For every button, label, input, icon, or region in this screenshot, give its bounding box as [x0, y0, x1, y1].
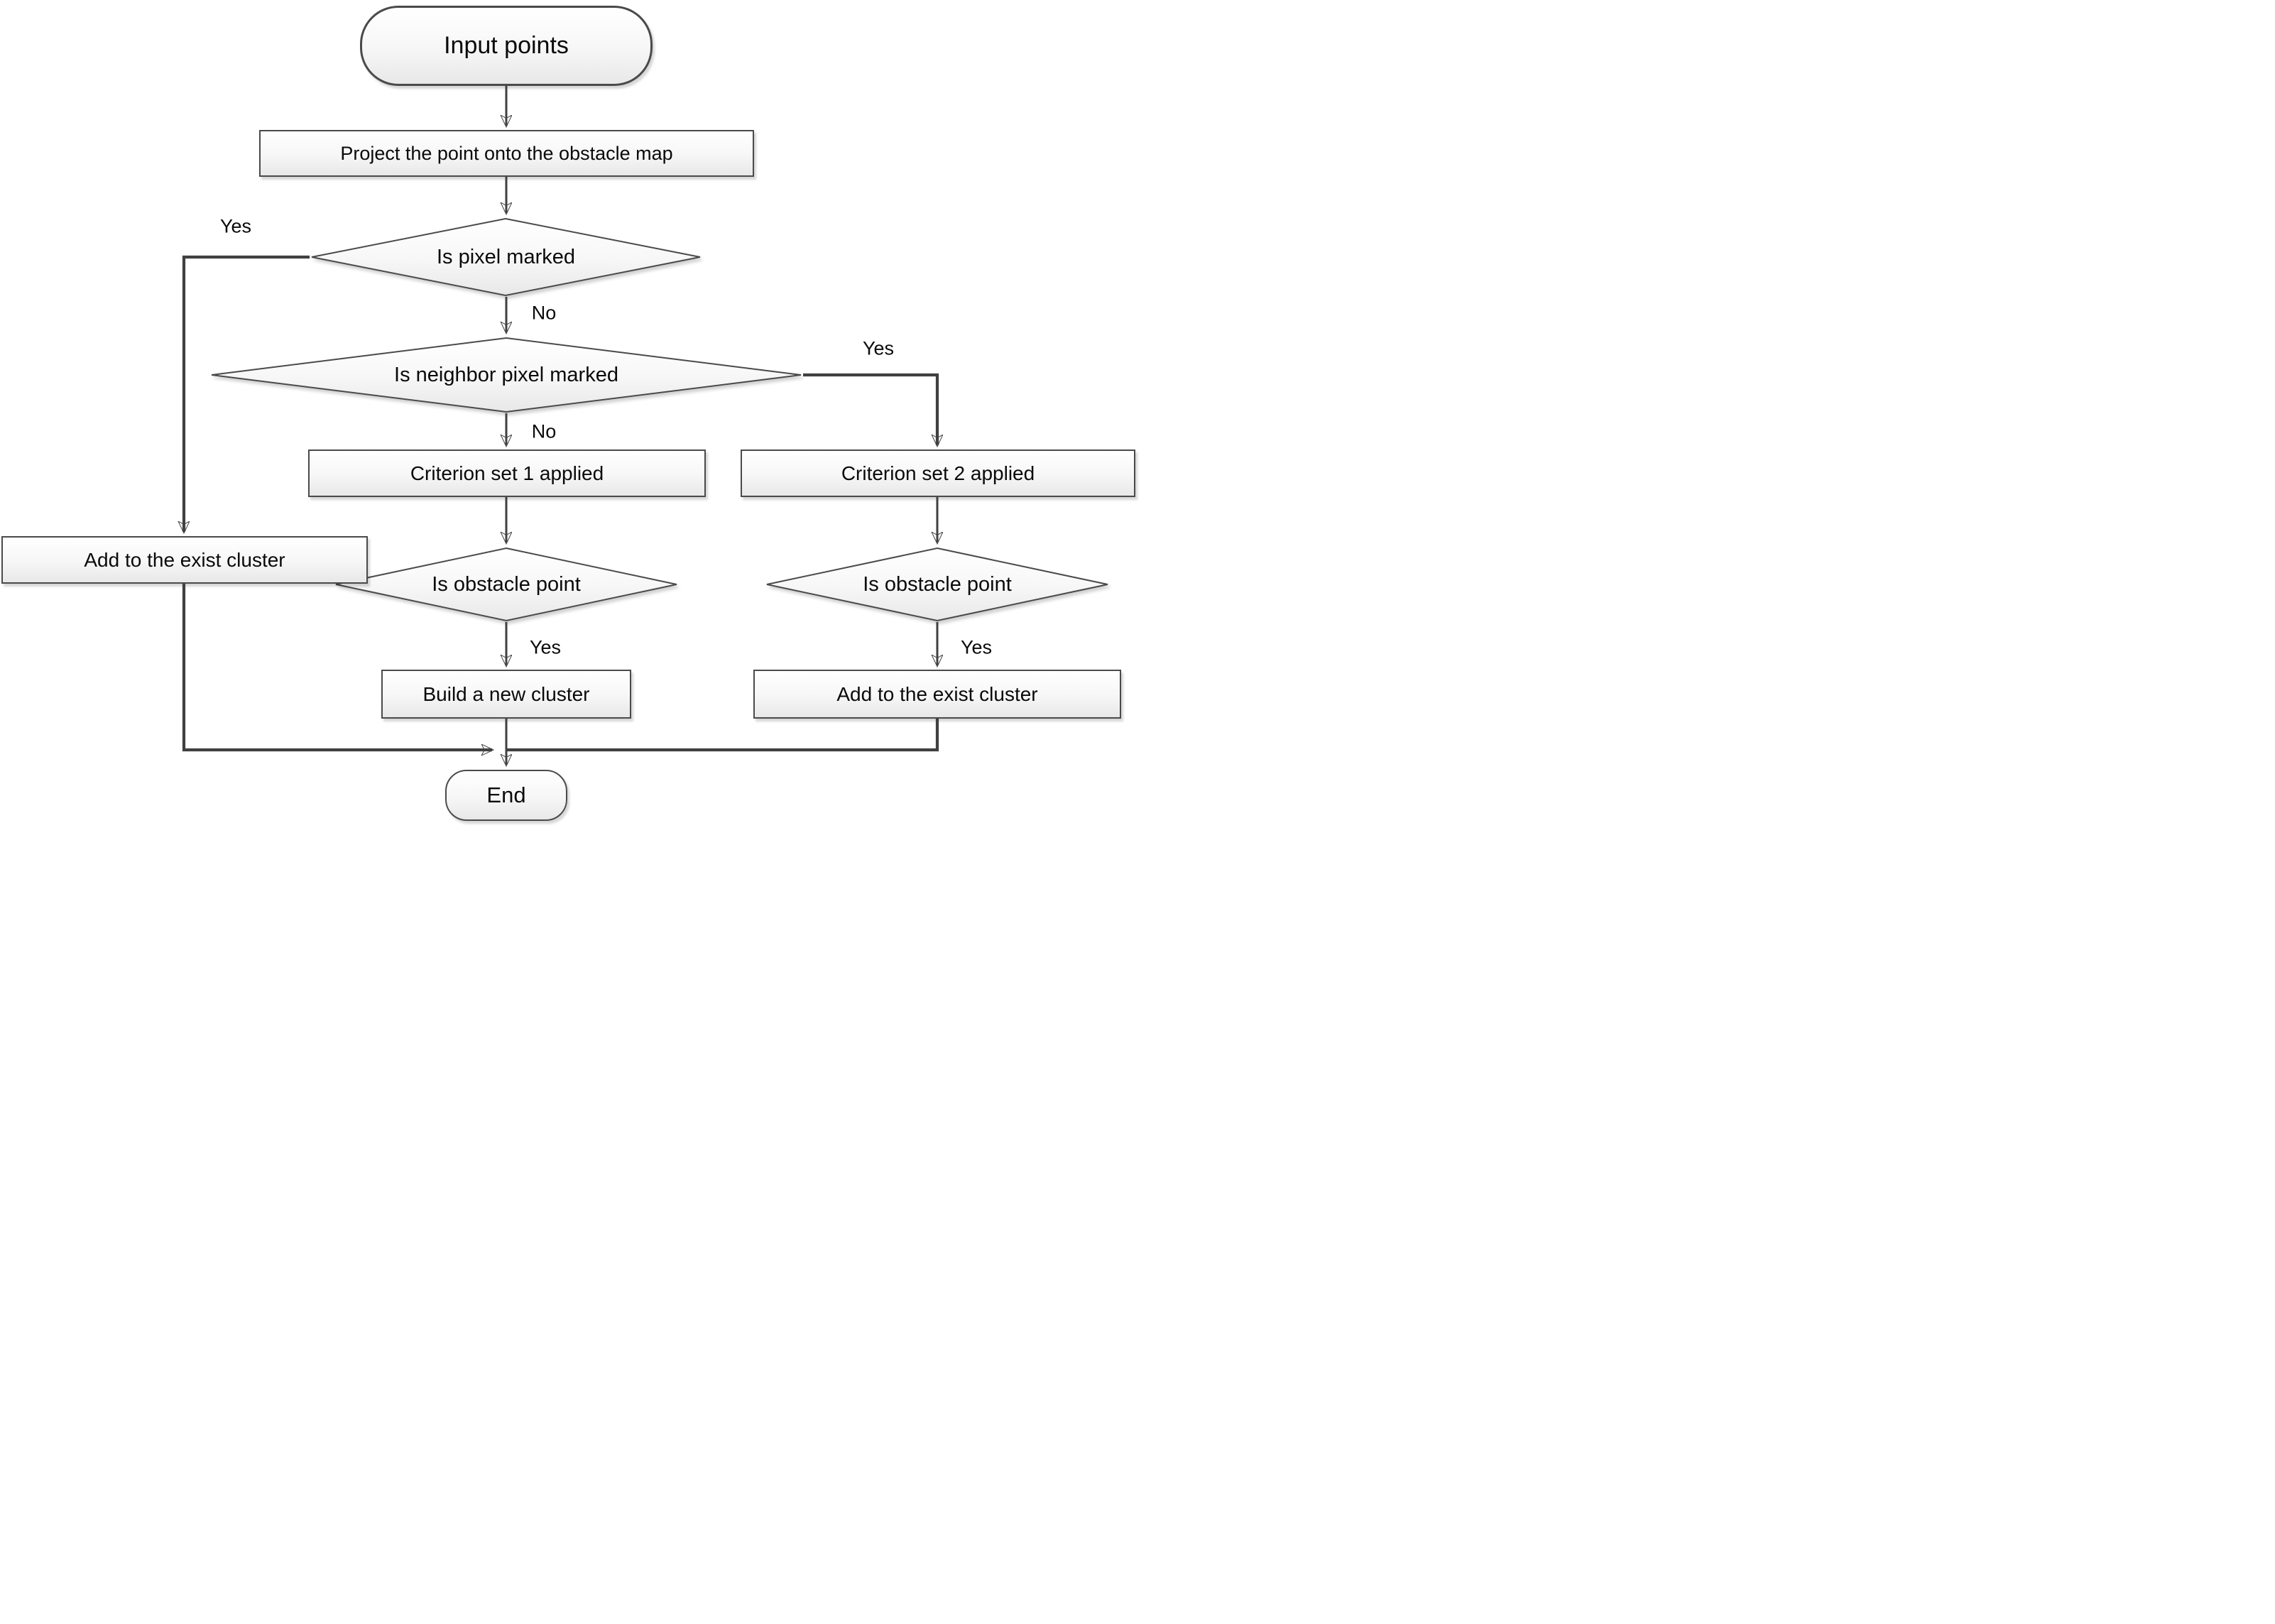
node-is-obstacle-point-right: Is obstacle point [765, 547, 1110, 622]
node-is-neighbor-pixel-marked-label: Is neighbor pixel marked [394, 363, 618, 386]
node-add-exist-cluster-right: Add to the exist cluster [753, 670, 1121, 719]
edge-label-obstacle-left-yes: Yes [529, 636, 562, 658]
edge-label-pixel-marked-yes: Yes [219, 215, 252, 237]
edge-label-obstacle-right-yes: Yes [960, 636, 993, 658]
node-is-obstacle-point-right-label: Is obstacle point [863, 572, 1012, 596]
node-is-obstacle-point-left: Is obstacle point [334, 547, 679, 622]
node-end: End [445, 770, 567, 821]
node-project-point-label: Project the point onto the obstacle map [340, 142, 673, 164]
node-end-label: End [486, 782, 526, 807]
node-criterion-set-1-label: Criterion set 1 applied [410, 462, 604, 484]
node-add-exist-cluster-left: Add to the exist cluster [1, 536, 368, 584]
node-build-new-cluster-label: Build a new cluster [422, 682, 590, 705]
flowchart-canvas: Input points Project the point onto the … [0, 0, 1138, 824]
diamond-shape [766, 547, 1108, 622]
node-project-point: Project the point onto the obstacle map [259, 130, 754, 177]
node-criterion-set-1: Criterion set 1 applied [308, 449, 706, 497]
node-add-exist-cluster-left-label: Add to the exist cluster [84, 548, 285, 571]
node-input-points-label: Input points [444, 32, 569, 60]
node-build-new-cluster: Build a new cluster [381, 670, 631, 719]
edge-label-neighbor-marked-yes: Yes [862, 337, 895, 359]
diamond-shape [211, 337, 802, 413]
edge-label-neighbor-marked-no: No [531, 420, 557, 442]
node-is-pixel-marked-label: Is pixel marked [436, 245, 575, 268]
node-criterion-set-2: Criterion set 2 applied [741, 449, 1135, 497]
node-add-exist-cluster-right-label: Add to the exist cluster [836, 682, 1038, 705]
node-criterion-set-2-label: Criterion set 2 applied [841, 462, 1035, 484]
diamond-shape [311, 217, 701, 297]
node-is-obstacle-point-left-label: Is obstacle point [432, 572, 581, 596]
node-is-neighbor-pixel-marked: Is neighbor pixel marked [209, 337, 803, 413]
node-is-pixel-marked: Is pixel marked [310, 217, 702, 297]
node-input-points: Input points [360, 6, 653, 86]
edge-label-pixel-marked-no: No [531, 302, 557, 324]
